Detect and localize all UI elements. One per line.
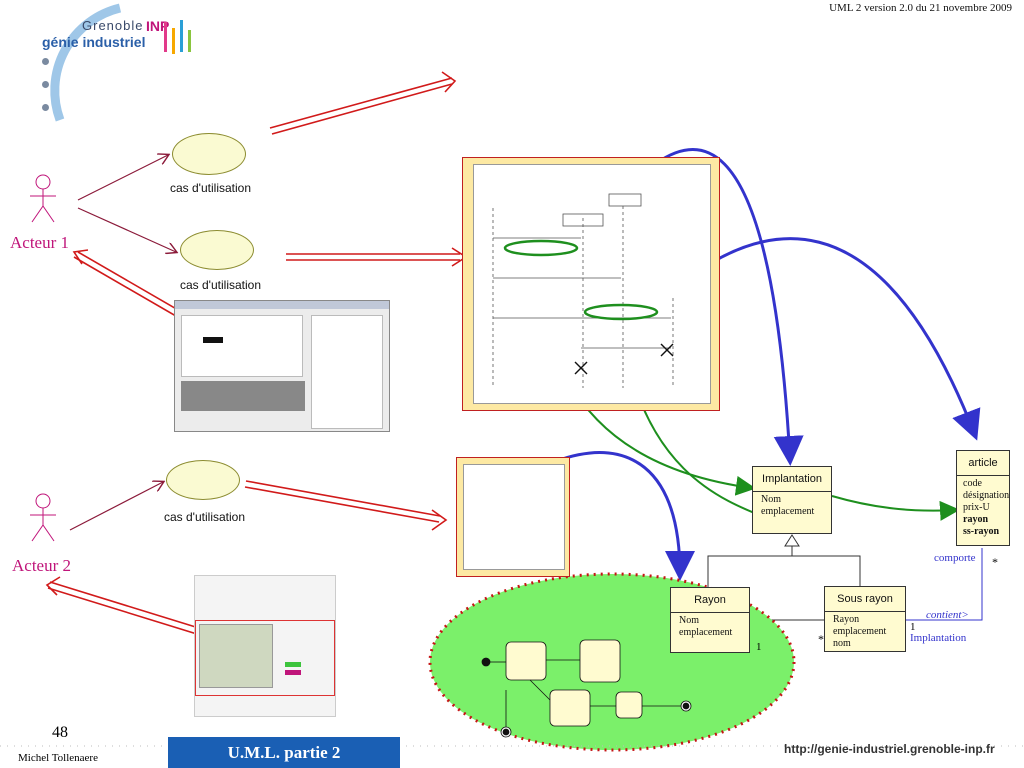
logo-line2: génie industriel (42, 34, 146, 50)
class-sous-rayon-attr: nom (833, 638, 851, 649)
bullet-dots (42, 58, 49, 111)
association-contient-label: contient> (926, 609, 969, 621)
map-screenshot-thumbnail (194, 575, 336, 717)
logo-bars-icon (164, 20, 191, 54)
association-comporte-label: comporte (934, 552, 976, 564)
class-sous-rayon-attr: emplacement (833, 626, 887, 637)
class-implantation-attr: emplacement (761, 506, 815, 517)
page-number: 48 (52, 724, 68, 741)
association-contient-multiplicity: 1 (910, 621, 916, 633)
sequence-diagram-large (462, 157, 720, 411)
use-case-1[interactable] (172, 133, 246, 175)
class-sous-rayon[interactable]: Sous rayon Rayon emplacement nom (824, 586, 906, 652)
actor2-label: Acteur 2 (12, 556, 72, 575)
class-implantation-attr: Nom (761, 494, 781, 505)
class-implantation[interactable]: Implantation Nom emplacement (752, 466, 832, 534)
header-note: UML 2 version 2.0 du 21 novembre 2009 (829, 2, 1012, 14)
title-banner: U.M.L. partie 2 (168, 737, 400, 768)
class-article-attr: ss-rayon (963, 526, 1000, 537)
sequence-sketch (492, 193, 674, 388)
footer-url[interactable]: http://genie-industriel.grenoble-inp.fr (784, 742, 995, 756)
association-implantation-label: Implantation (910, 632, 967, 644)
logo: Grenoble génie industriel INP (38, 4, 198, 74)
class-rayon-attr: Nom (679, 615, 699, 626)
class-article-attr: désignation (963, 490, 1010, 501)
class-sous-rayon-name: Sous rayon (825, 587, 905, 612)
association-comporte-multiplicity: * (992, 555, 998, 569)
class-sous-rayon-attr: Rayon (833, 614, 860, 625)
actor1-icon (30, 174, 56, 223)
class-article-attr: rayon (963, 514, 988, 525)
use-case-3-label: cas d'utilisation (164, 510, 245, 524)
logo-line1: Grenoble (82, 18, 144, 33)
use-case-3[interactable] (166, 460, 240, 500)
class-rayon-name: Rayon (671, 588, 749, 613)
class-article-attr: code (963, 478, 982, 489)
aggregation-star-multiplicity: * (818, 632, 824, 646)
class-article[interactable]: article code désignation prix-U rayon ss… (956, 450, 1010, 546)
author: Michel Tollenaere (18, 752, 98, 764)
sequence-diagram-small (456, 457, 570, 577)
class-rayon[interactable]: Rayon Nom emplacement (670, 587, 750, 653)
actor1-label: Acteur 1 (10, 233, 70, 252)
class-article-attr: prix-U (963, 502, 990, 513)
class-article-name: article (957, 451, 1009, 476)
use-case-2[interactable] (180, 230, 254, 270)
class-rayon-attr: emplacement (679, 627, 733, 638)
aggregation-one-multiplicity: 1 (756, 641, 762, 653)
app-screenshot-thumbnail (174, 300, 390, 432)
actor2-icon (30, 493, 56, 542)
use-case-1-label: cas d'utilisation (170, 181, 251, 195)
use-case-2-label: cas d'utilisation (180, 278, 261, 292)
class-implantation-name: Implantation (753, 467, 831, 492)
logo-line3: INP (146, 18, 170, 34)
